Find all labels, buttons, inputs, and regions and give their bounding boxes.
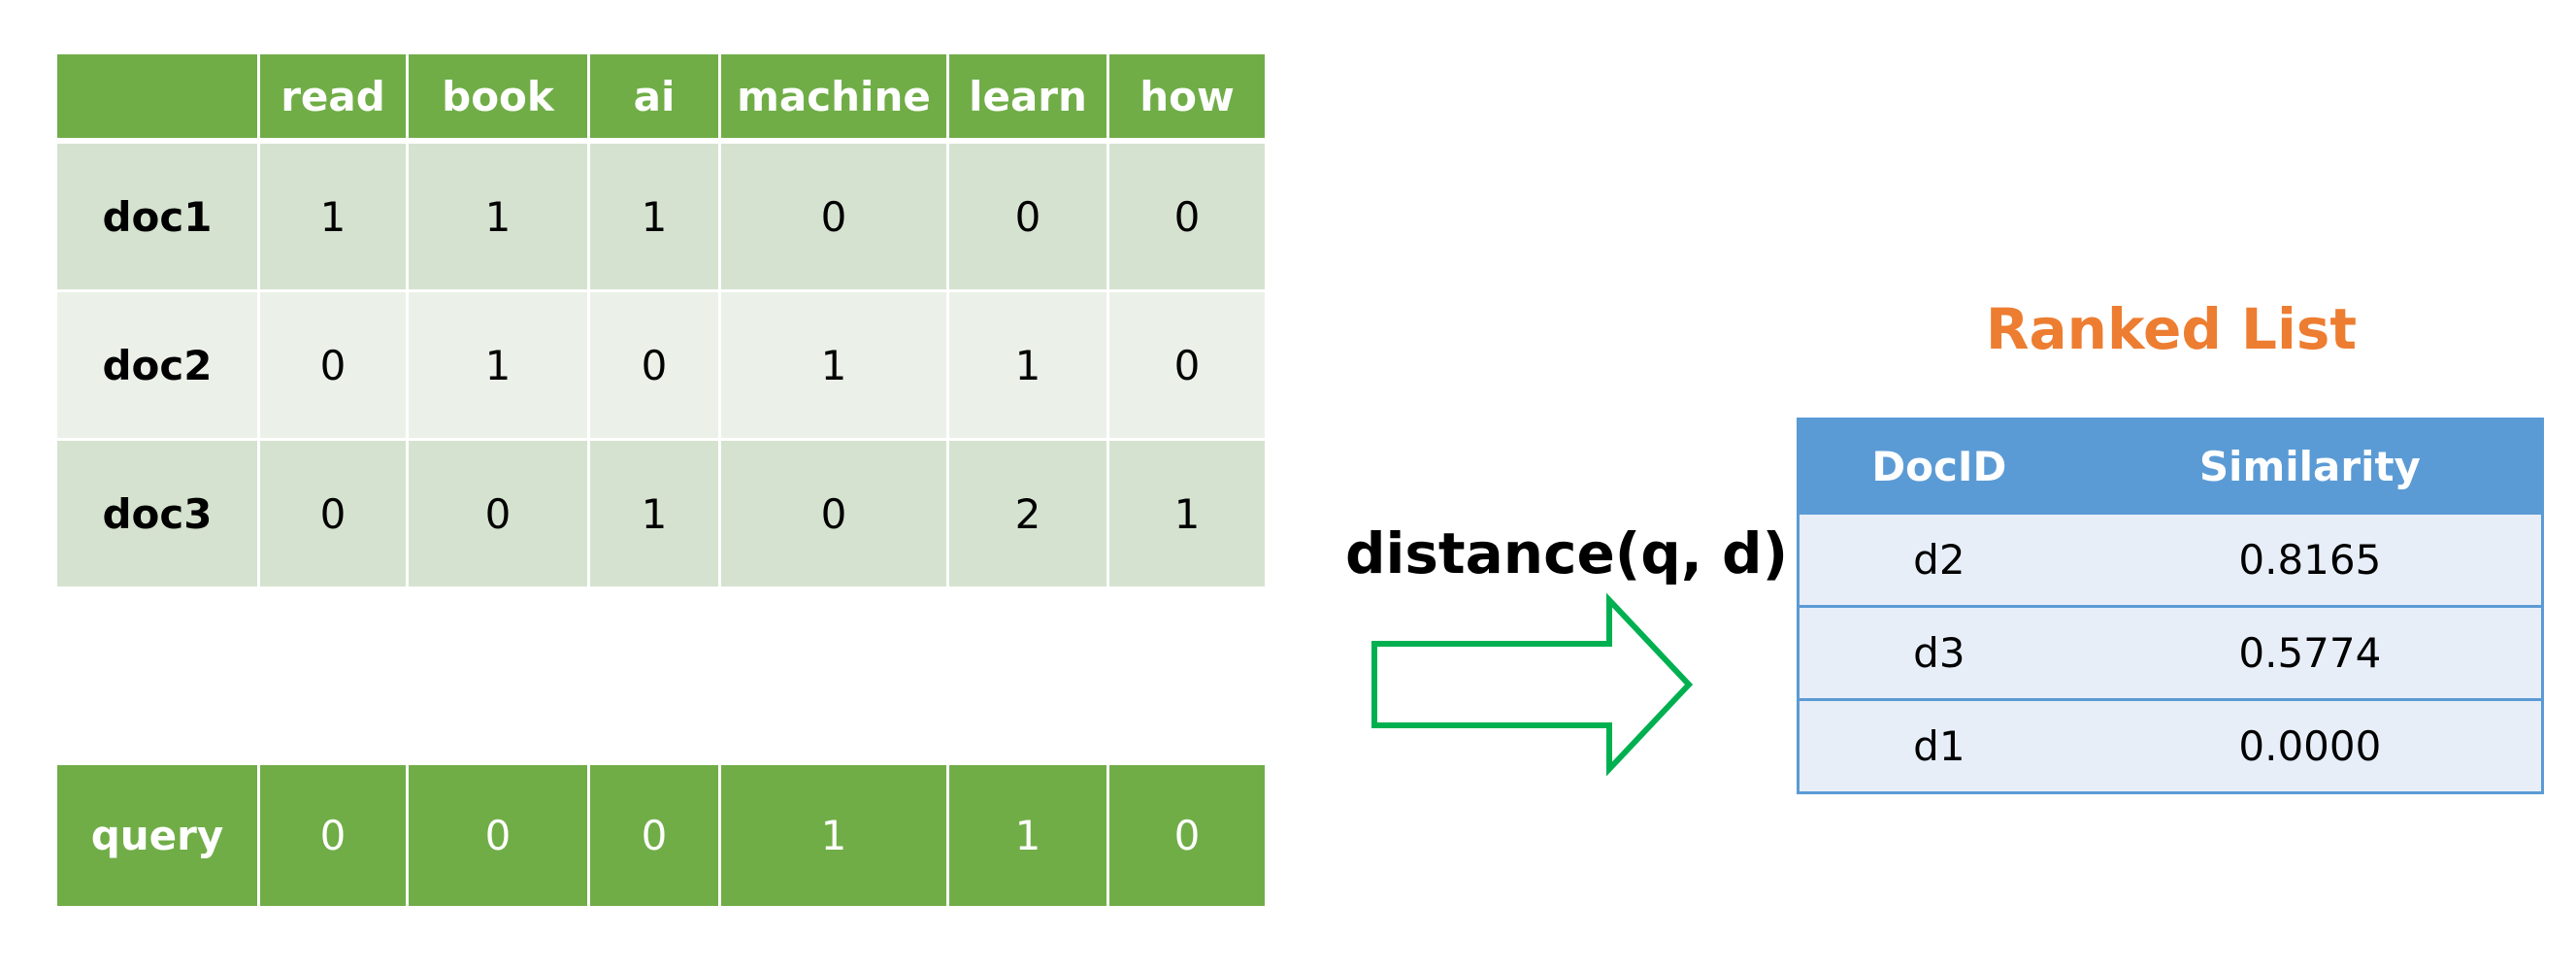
matrix-cell: 0 — [1109, 144, 1265, 292]
row-label: doc1 — [57, 144, 260, 292]
row-label: doc3 — [57, 441, 260, 586]
query-cell: 0 — [260, 765, 409, 906]
query-cell: 0 — [409, 765, 590, 906]
matrix-cell: 0 — [409, 441, 590, 586]
ranked-header-row: DocID Similarity — [1798, 419, 2543, 514]
similarity-header: Similarity — [2078, 419, 2543, 514]
matrix-cell: 1 — [409, 144, 590, 292]
matrix-corner-cell — [57, 54, 260, 144]
matrix-cell: 0 — [1109, 292, 1265, 441]
distance-label: distance(q, d) — [1345, 520, 1789, 586]
term-header-how: how — [1109, 54, 1265, 144]
ranked-list-title: Ranked List — [1985, 296, 2358, 362]
query-row: query 0 0 0 1 1 0 — [57, 765, 1265, 906]
matrix-cell: 0 — [721, 144, 949, 292]
matrix-cell: 1 — [590, 441, 721, 586]
arrow-shape — [1371, 592, 1694, 777]
similarity-cell: 0.0000 — [2078, 698, 2543, 793]
matrix-cell: 2 — [949, 441, 1109, 586]
query-cell: 0 — [590, 765, 721, 906]
matrix-cell: 0 — [260, 441, 409, 586]
query-label: query — [57, 765, 260, 906]
docid-cell: d2 — [1798, 512, 2079, 607]
right-arrow-icon — [1371, 592, 1694, 777]
term-header-ai: ai — [590, 54, 721, 144]
matrix-row-doc3: doc3 0 0 1 0 2 1 — [57, 441, 1265, 586]
query-cell: 1 — [949, 765, 1109, 906]
matrix-row-doc2: doc2 0 1 0 1 1 0 — [57, 292, 1265, 441]
term-header-learn: learn — [949, 54, 1109, 144]
matrix-cell: 1 — [721, 292, 949, 441]
matrix-cell: 0 — [721, 441, 949, 586]
matrix-cell: 0 — [260, 292, 409, 441]
docid-header: DocID — [1798, 419, 2079, 514]
query-vector-table: query 0 0 0 1 1 0 — [57, 765, 1265, 906]
matrix-cell: 0 — [590, 292, 721, 441]
query-cell: 1 — [721, 765, 949, 906]
term-header-book: book — [409, 54, 590, 144]
query-cell: 0 — [1109, 765, 1265, 906]
ranked-list-table: DocID Similarity d2 0.8165 d3 0.5774 d1 … — [1797, 418, 2544, 794]
term-header-machine: machine — [721, 54, 949, 144]
table-row: d1 0.0000 — [1798, 698, 2543, 793]
similarity-cell: 0.5774 — [2078, 605, 2543, 700]
matrix-cell: 1 — [260, 144, 409, 292]
matrix-row-doc1: doc1 1 1 1 0 0 0 — [57, 144, 1265, 292]
matrix-cell: 1 — [590, 144, 721, 292]
matrix-cell: 1 — [1109, 441, 1265, 586]
term-header-read: read — [260, 54, 409, 144]
table-row: d3 0.5774 — [1798, 605, 2543, 700]
similarity-cell: 0.8165 — [2078, 512, 2543, 607]
term-document-matrix: read book ai machine learn how doc1 1 1 … — [57, 54, 1265, 586]
docid-cell: d3 — [1798, 605, 2079, 700]
matrix-cell: 0 — [949, 144, 1109, 292]
row-label: doc2 — [57, 292, 260, 441]
docid-cell: d1 — [1798, 698, 2079, 793]
matrix-cell: 1 — [949, 292, 1109, 441]
table-row: d2 0.8165 — [1798, 512, 2543, 607]
matrix-cell: 1 — [409, 292, 590, 441]
matrix-header-row: read book ai machine learn how — [57, 54, 1265, 144]
